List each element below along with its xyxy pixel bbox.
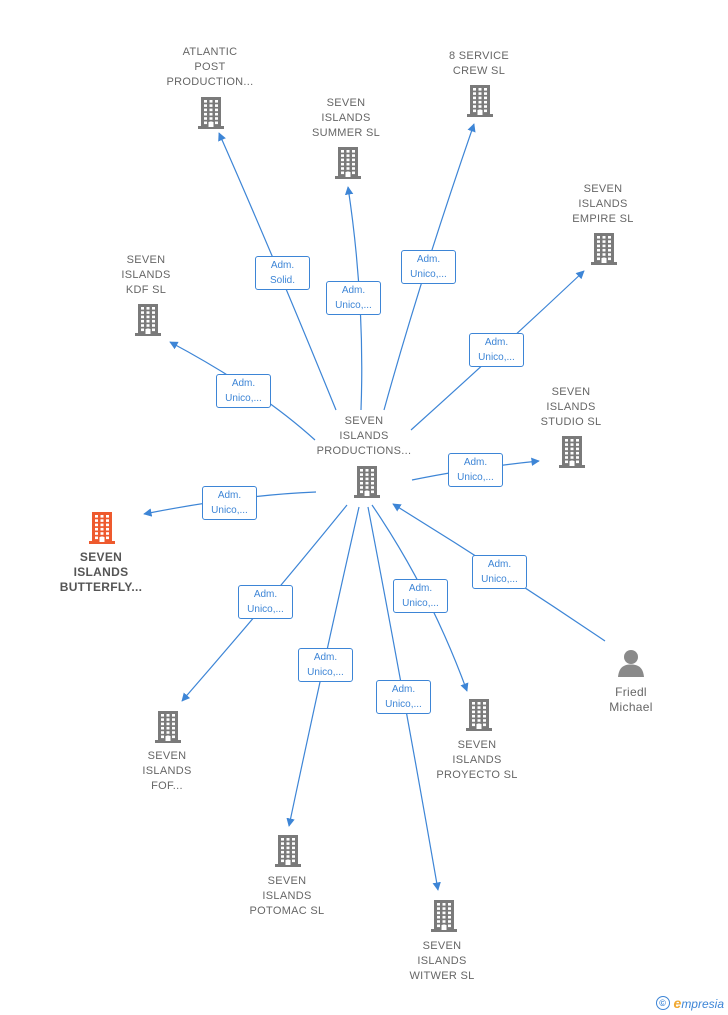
building-icon[interactable] bbox=[273, 834, 303, 868]
node-label-studio[interactable]: SEVEN ISLANDS STUDIO SL bbox=[526, 385, 616, 430]
node-label-friedl[interactable]: Friedl Michael bbox=[591, 685, 671, 715]
node-label-text: ATLANTIC POST PRODUCTION... bbox=[166, 46, 254, 88]
building-icon[interactable] bbox=[87, 511, 117, 545]
edge-label-fof[interactable]: Adm. Unico,... bbox=[238, 585, 293, 619]
edge-label-service[interactable]: Adm. Unico,... bbox=[401, 250, 456, 284]
building-icon[interactable] bbox=[153, 710, 183, 744]
edge-label-atlantic[interactable]: Adm. Solid. bbox=[255, 256, 310, 290]
building-icon[interactable] bbox=[196, 96, 226, 130]
edge-label-summer[interactable]: Adm. Unico,... bbox=[326, 281, 381, 315]
edge-label-studio[interactable]: Adm. Unico,... bbox=[448, 453, 503, 487]
node-label-center[interactable]: SEVEN ISLANDS PRODUCTIONS... bbox=[309, 414, 419, 459]
node-label-text: SEVEN ISLANDS PRODUCTIONS... bbox=[316, 415, 412, 457]
building-icon[interactable] bbox=[333, 146, 363, 180]
node-label-text: 8 SERVICE CREW SL bbox=[449, 50, 509, 77]
edge-label-butterfly[interactable]: Adm. Unico,... bbox=[202, 486, 257, 520]
node-label-summer[interactable]: SEVEN ISLANDS SUMMER SL bbox=[301, 96, 391, 141]
edge-label-potomac[interactable]: Adm. Unico,... bbox=[298, 648, 353, 682]
building-icon[interactable] bbox=[557, 435, 587, 469]
node-label-proyecto[interactable]: SEVEN ISLANDS PROYECTO SL bbox=[427, 738, 527, 783]
copyright-icon: © bbox=[655, 996, 670, 1010]
node-label-text: SEVEN ISLANDS STUDIO SL bbox=[540, 386, 602, 428]
node-label-text: SEVEN ISLANDS BUTTERFLY... bbox=[59, 550, 143, 594]
node-label-text: SEVEN ISLANDS EMPIRE SL bbox=[572, 183, 634, 225]
edge-label-kdf[interactable]: Adm. Unico,... bbox=[216, 374, 271, 408]
node-label-text: SEVEN ISLANDS WITWER SL bbox=[409, 940, 475, 982]
edge-label-empire[interactable]: Adm. Unico,... bbox=[469, 333, 524, 367]
node-label-text: SEVEN ISLANDS FOF... bbox=[142, 750, 192, 792]
node-label-kdf[interactable]: SEVEN ISLANDS KDF SL bbox=[106, 253, 186, 298]
edge-label-witwer[interactable]: Adm. Unico,... bbox=[376, 680, 431, 714]
person-icon[interactable] bbox=[616, 648, 646, 678]
building-icon[interactable] bbox=[465, 84, 495, 118]
building-icon[interactable] bbox=[589, 232, 619, 266]
node-label-empire[interactable]: SEVEN ISLANDS EMPIRE SL bbox=[558, 182, 648, 227]
node-label-text: SEVEN ISLANDS KDF SL bbox=[121, 254, 171, 296]
node-label-fof[interactable]: SEVEN ISLANDS FOF... bbox=[127, 749, 207, 794]
edge-label-proyecto[interactable]: Adm. Unico,... bbox=[393, 579, 448, 613]
node-label-text: SEVEN ISLANDS SUMMER SL bbox=[311, 97, 381, 139]
node-label-atlantic[interactable]: ATLANTIC POST PRODUCTION... bbox=[160, 45, 260, 90]
building-icon[interactable] bbox=[352, 465, 382, 499]
node-label-potomac[interactable]: SEVEN ISLANDS POTOMAC SL bbox=[237, 874, 337, 919]
node-label-service[interactable]: 8 SERVICE CREW SL bbox=[434, 49, 524, 79]
node-label-witwer[interactable]: SEVEN ISLANDS WITWER SL bbox=[397, 939, 487, 984]
building-icon[interactable] bbox=[429, 899, 459, 933]
building-icon[interactable] bbox=[133, 303, 163, 337]
node-label-text: SEVEN ISLANDS PROYECTO SL bbox=[436, 739, 518, 781]
node-label-text: Friedl Michael bbox=[609, 685, 653, 714]
brand-initial: e bbox=[673, 995, 682, 1011]
footer-brand[interactable]: © empresia bbox=[655, 995, 724, 1011]
brand-logo: empresia bbox=[674, 995, 724, 1011]
brand-name: mpresia bbox=[681, 997, 724, 1011]
edge-label-friedl[interactable]: Adm. Unico,... bbox=[472, 555, 527, 589]
node-label-butterfly[interactable]: SEVEN ISLANDS BUTTERFLY... bbox=[46, 550, 156, 595]
node-label-text: SEVEN ISLANDS POTOMAC SL bbox=[249, 875, 325, 917]
building-icon[interactable] bbox=[464, 698, 494, 732]
